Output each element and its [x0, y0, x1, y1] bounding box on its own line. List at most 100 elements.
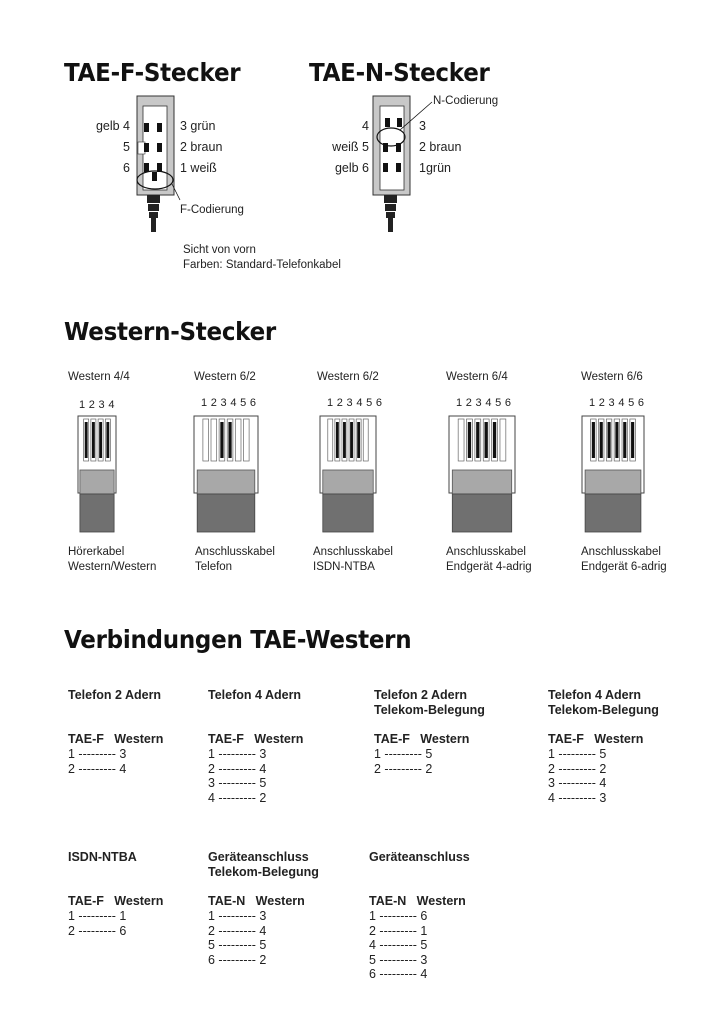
conn-line: 2 --------- 4: [208, 761, 267, 776]
conn-line: 2 --------- 4: [68, 761, 127, 776]
tae-f-right-1: 3 grün: [180, 119, 216, 133]
plug-pins-2: 1 2 3 4 5 6: [201, 397, 257, 409]
plug-name-5: Western 6/6: [581, 371, 643, 383]
tae-f-left-2: 5: [123, 140, 130, 154]
conn-block-header: TAE-N Western: [369, 894, 466, 908]
conn-block-6: Geräteanschluss Telekom-Belegung TAE-N W…: [208, 850, 319, 967]
plug-boot: [79, 469, 115, 495]
tae-n-coding-label: N-Codierung: [433, 95, 499, 107]
conn-line: 5 --------- 3: [369, 952, 428, 967]
tae-n-left-2: weiß 5: [332, 140, 369, 154]
plug-label1-5: Anschlusskabel: [581, 546, 661, 558]
conn-block-header: TAE-F Western: [208, 732, 304, 746]
conn-line: 3 --------- 4: [548, 776, 607, 791]
plug-contact: [492, 422, 497, 458]
plug-slot: [457, 418, 465, 462]
conn-line: 2 --------- 4: [208, 923, 267, 938]
conn-line: 1 --------- 1: [68, 909, 127, 923]
conn-line: 1 --------- 3: [208, 909, 267, 923]
plug-label1-2: Anschlusskabel: [195, 546, 275, 558]
plug-cable: [451, 493, 513, 533]
conn-line: 4 --------- 3: [548, 790, 607, 805]
plug-slot: [499, 418, 507, 462]
western-plugs-drawing: [77, 415, 645, 533]
plug-cable: [322, 493, 374, 533]
tae-f-left-1: gelb 4: [95, 119, 130, 133]
conn-block-subtitle: [369, 865, 470, 880]
plug-contact: [607, 422, 611, 458]
plug-label1-3: Anschlusskabel: [313, 546, 393, 558]
plug-boot: [196, 469, 256, 495]
plug-contact: [357, 422, 361, 458]
plug-contact: [484, 422, 488, 458]
plug-slot: [243, 418, 250, 462]
western-title: Western-Stecker: [64, 317, 276, 346]
conn-block-subtitle: [68, 703, 163, 718]
plug-name-1: Western 4/4: [68, 371, 130, 383]
tae-n-right-1: 3: [419, 119, 426, 133]
conn-block-2: Telefon 4 Adern TAE-F Western 1 --------…: [208, 688, 303, 805]
conn-line: 1 --------- 5: [374, 747, 433, 761]
conn-line: 5 --------- 5: [208, 938, 267, 953]
plug-contact: [220, 422, 224, 458]
conn-block-header: TAE-F Western: [548, 732, 644, 746]
plug-cable: [196, 493, 256, 533]
plug-contact: [599, 422, 603, 458]
conn-line: 1 --------- 3: [68, 747, 127, 761]
conn-block-subtitle: Telekom-Belegung: [208, 865, 319, 879]
tae-n-right-2: 2 braun: [419, 140, 462, 154]
plug-slot: [362, 418, 369, 462]
conn-block-subtitle: Telekom-Belegung: [374, 703, 485, 717]
conn-line: 3 --------- 5: [208, 776, 267, 791]
plug-label1-4: Anschlusskabel: [446, 546, 526, 558]
plug-slot: [210, 418, 218, 462]
tae-n-title: TAE-N-Stecker: [309, 58, 490, 87]
tae-f-left-3: 6: [123, 161, 130, 175]
plug-label2-4: Endgerät 4-adrig: [446, 561, 532, 573]
plug-cable: [584, 493, 642, 533]
plug-boot: [322, 469, 374, 495]
conn-block-4: Telefon 4 Adern Telekom-Belegung TAE-F W…: [548, 688, 659, 805]
conn-line: 2 --------- 1: [369, 923, 428, 938]
plug-slot: [327, 418, 334, 462]
conn-block-header: TAE-F Western: [374, 732, 470, 746]
plug-pins-3: 1 2 3 4 5 6: [327, 397, 383, 409]
conn-line: 2 --------- 6: [68, 923, 127, 938]
plug-pins-4: 1 2 3 4 5 6: [456, 397, 512, 409]
plug-slot: [202, 418, 209, 462]
plug-contact: [99, 422, 103, 458]
plug-pins-1: 1 2 3 4: [79, 399, 115, 411]
plug-slot: [234, 418, 242, 462]
plug-label2-1: Western/Western: [68, 561, 157, 573]
plug-pins-5: 1 2 3 4 5 6: [589, 397, 645, 409]
conn-block-1: Telefon 2 Adern TAE-F Western 1 --------…: [68, 688, 163, 776]
plug-name-2: Western 6/2: [194, 371, 256, 383]
plug-contact: [106, 422, 110, 458]
conn-block-3: Telefon 2 Adern Telekom-Belegung TAE-F W…: [374, 688, 485, 776]
conn-line: 1 --------- 6: [369, 909, 428, 923]
plug-contact: [228, 422, 232, 458]
plug-boot: [451, 469, 513, 495]
conn-line: 1 --------- 3: [208, 747, 267, 761]
plug-contact: [350, 422, 353, 458]
plug-boot: [584, 469, 642, 495]
conn-line: 6 --------- 4: [369, 967, 428, 982]
plug-label2-5: Endgerät 6-adrig: [581, 561, 667, 573]
plug-contact: [91, 422, 95, 458]
plug-contact: [631, 422, 635, 458]
conn-line: 4 --------- 2: [208, 790, 267, 805]
plug-contact: [615, 422, 619, 458]
plug-contact: [476, 422, 480, 458]
conn-block-title: Geräteanschluss: [369, 850, 470, 864]
tae-f-right-2: 2 braun: [180, 140, 223, 154]
conn-line: 2 --------- 2: [548, 761, 607, 776]
view-note: Sicht von vorn: [183, 244, 256, 256]
conn-block-title: Telefon 4 Adern: [548, 688, 642, 702]
conn-line: 4 --------- 5: [369, 938, 428, 953]
conn-block-title: Telefon 2 Adern: [374, 688, 468, 702]
plug-contact: [335, 422, 339, 458]
conn-block-title: Telefon 2 Adern: [68, 688, 162, 702]
tae-n-left-3: gelb 6: [334, 161, 369, 175]
tae-n-left-1: 4: [362, 119, 369, 133]
verbindungen-title: Verbindungen TAE-Western: [64, 625, 412, 654]
